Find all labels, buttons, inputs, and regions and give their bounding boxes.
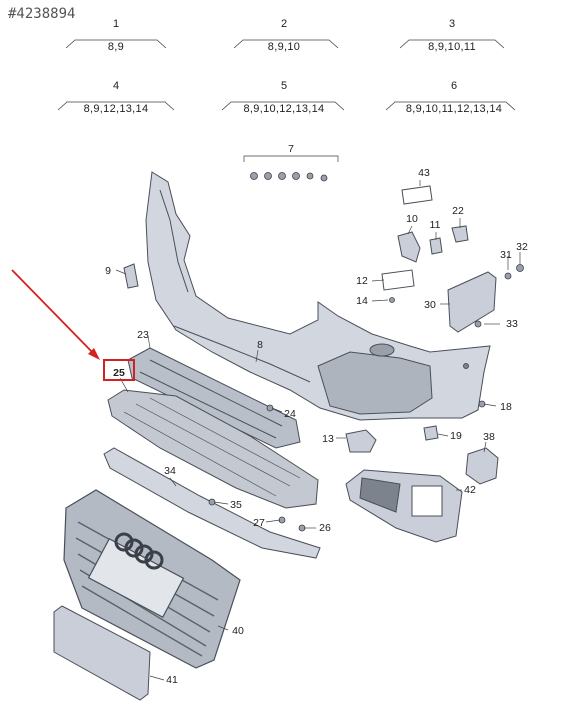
lower-air-guide	[107, 389, 319, 509]
callout-41: 41	[166, 674, 178, 686]
callout-10: 10	[406, 213, 418, 225]
leader-lines	[115, 155, 521, 681]
callout-22: 22	[452, 205, 464, 217]
callout-13: 13	[322, 433, 334, 445]
callout-42: 42	[464, 484, 476, 496]
small-parts	[123, 185, 499, 485]
highlight-marker	[11, 269, 135, 381]
callout-30: 30	[424, 299, 436, 311]
radiator-grille	[63, 489, 241, 669]
callout-18: 18	[500, 401, 512, 413]
callout-38: 38	[483, 431, 495, 443]
callout-34: 34	[164, 465, 176, 477]
callout-40: 40	[232, 625, 244, 637]
callout-12: 12	[356, 275, 368, 287]
side-grille	[345, 469, 463, 543]
callout-11: 11	[430, 219, 441, 231]
callout-8: 8	[257, 339, 263, 351]
callout-35: 35	[230, 499, 242, 511]
reference-id: #4238894	[8, 6, 76, 22]
callout-31: 31	[500, 249, 512, 261]
callout-23: 23	[137, 329, 149, 341]
callout-labels: 7 43 10 11 22 32 31 9 12 14 30 33 23 8 25 24 18 13 19 38 34 4…	[105, 143, 528, 686]
callout-33: 33	[506, 318, 518, 330]
callout-27: 27	[253, 517, 265, 529]
callout-25: 25	[113, 367, 125, 379]
bumper-cover	[145, 171, 491, 421]
group-brackets	[57, 39, 516, 111]
callout-32: 32	[516, 241, 528, 253]
callout-24: 24	[284, 408, 296, 420]
callout-19: 19	[450, 430, 462, 442]
callout-14: 14	[356, 295, 368, 307]
callout-9: 9	[105, 265, 111, 277]
callout-7: 7	[288, 143, 294, 155]
callout-26: 26	[319, 522, 331, 534]
callout-43: 43	[418, 167, 430, 179]
licence-plate-holder	[53, 605, 151, 701]
